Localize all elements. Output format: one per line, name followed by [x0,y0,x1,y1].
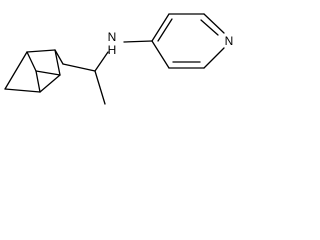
amine-n-label: N [108,30,117,44]
pyr-bond-1-inner [157,18,173,42]
norbornane-ring [4,49,64,93]
bond-nh-to-ring [123,40,153,43]
bond-lower-right [39,74,61,93]
bond-inner-right [35,70,61,76]
pyr-bond-3 [203,13,225,34]
bond-methyl [94,70,106,105]
pyr-bond-1 [151,13,170,42]
molecule-diagram: N H N [0,0,241,116]
bond-lower-left [4,88,41,93]
bond-inner-left [26,51,37,72]
structure-drawing: N H N [4,13,234,105]
pyr-bond-6 [151,40,170,69]
bond-ring-to-ch [62,63,96,72]
bond-to-substituent [54,49,64,65]
bond-bridge-left [4,51,28,90]
pyr-bond-4 [203,47,225,69]
amine-h-label: H [108,43,117,57]
side-chain [62,40,153,105]
pyr-bond-3-inner [200,19,219,36]
pyridine-ring [151,13,225,69]
bond-bridge-right [54,49,61,76]
pyridine-n-label: N [225,34,234,48]
bond-bridge-top [26,49,56,53]
bond-ch-to-nh [94,51,109,72]
bond-front [35,70,41,93]
